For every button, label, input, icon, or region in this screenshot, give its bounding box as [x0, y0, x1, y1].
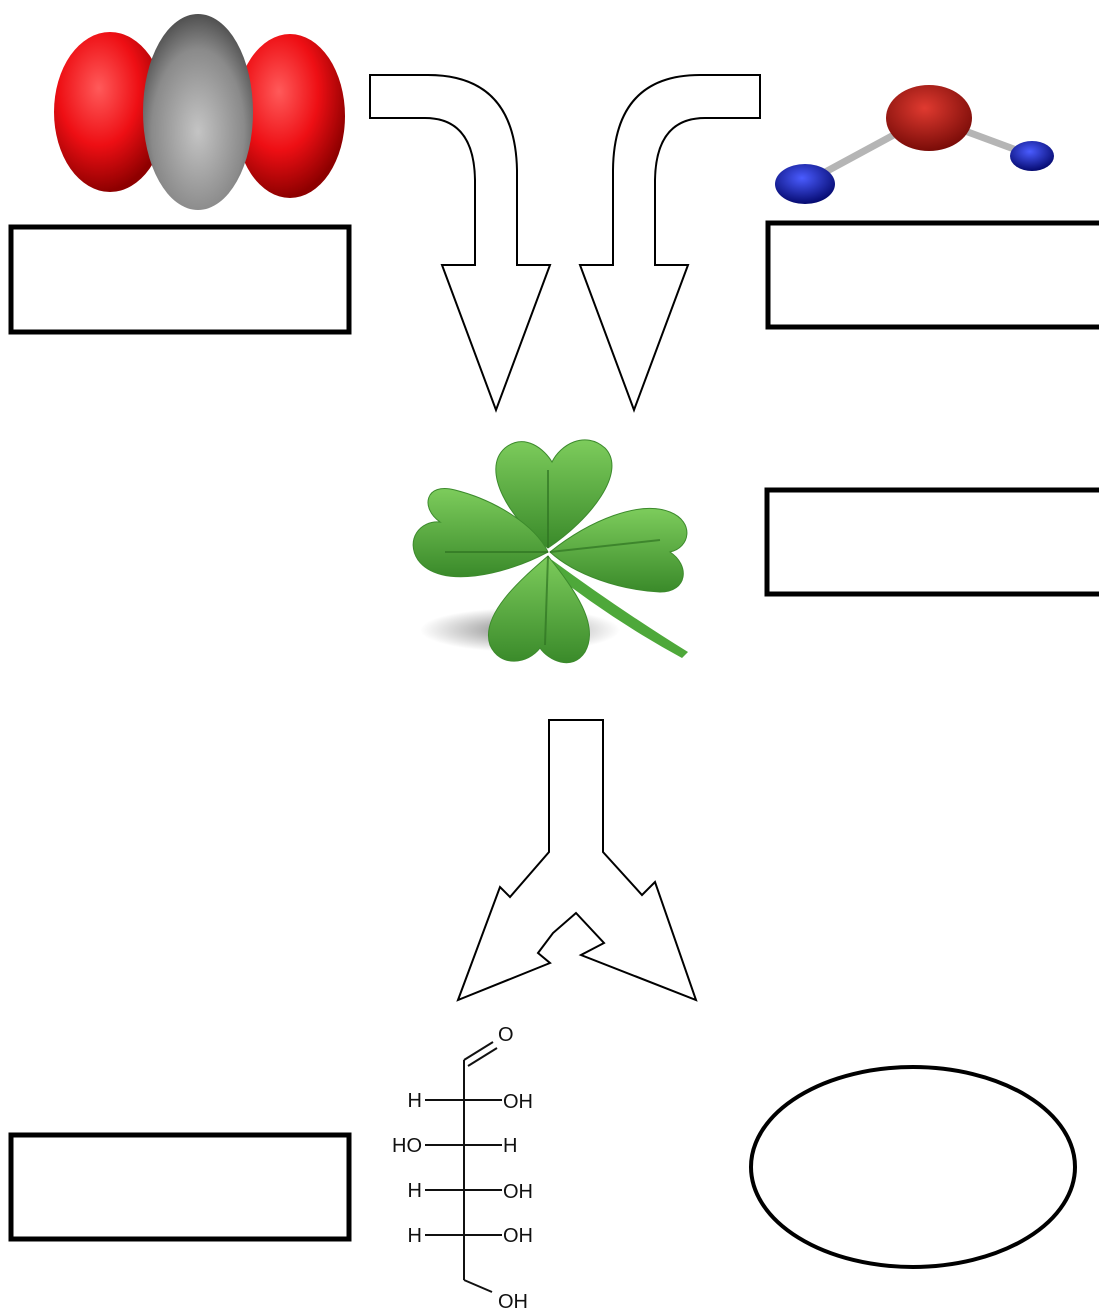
label-box-water[interactable] [765, 220, 1099, 330]
glucose-row-3-right: OH [503, 1181, 533, 1203]
glucose-row-2-left: HO [392, 1135, 422, 1157]
glucose-row-1-left: H [408, 1090, 422, 1112]
glucose-row-2-right: H [503, 1135, 517, 1157]
arrow-co2-to-plant [369, 74, 552, 413]
glucose-row-3-left: H [408, 1180, 422, 1202]
glucose-row-4-left: H [408, 1225, 422, 1247]
glucose-row-1-right: OH [503, 1091, 533, 1113]
glucose-row-4-right: OH [503, 1225, 533, 1247]
water-molecule-icon [775, 85, 1054, 204]
glucose-structure-icon [425, 1041, 502, 1293]
label-box-glucose[interactable] [8, 1132, 352, 1242]
arrow-water-to-plant [578, 74, 761, 413]
label-oval-oxygen[interactable] [749, 1065, 1077, 1269]
arrow-plant-to-products [456, 719, 698, 1002]
glucose-bottom-group: OH [498, 1291, 528, 1311]
label-box-plant[interactable] [764, 487, 1099, 597]
label-box-carbon-dioxide[interactable] [8, 224, 352, 335]
clover-leaf-icon [412, 439, 688, 664]
co2-molecule-icon [54, 14, 345, 210]
glucose-top-atom: O [498, 1024, 514, 1046]
